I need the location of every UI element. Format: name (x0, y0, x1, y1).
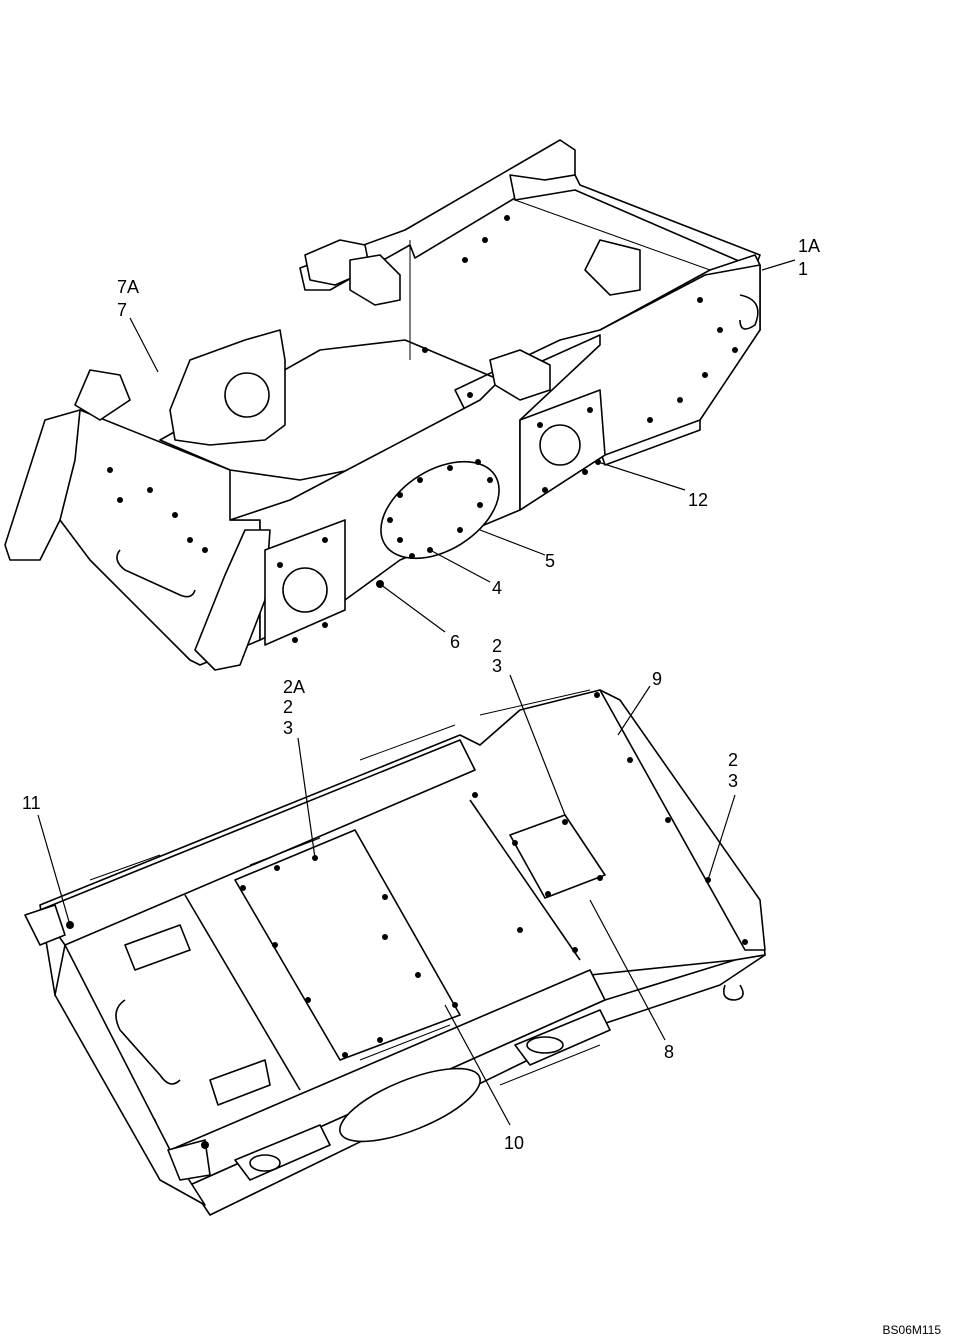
callout-7A: 7A (117, 277, 139, 297)
callout-11: 11 (22, 793, 41, 813)
callout-3-left: 3 (283, 718, 293, 738)
callout-8: 8 (664, 1042, 674, 1062)
callout-1A: 1A (798, 236, 820, 256)
callout-6: 6 (450, 632, 460, 652)
callout-3-right: 3 (728, 771, 738, 791)
callout-9: 9 (652, 669, 662, 689)
callout-4: 4 (492, 578, 502, 598)
callout-2A: 2A (283, 677, 305, 697)
callout-10: 10 (504, 1133, 524, 1153)
upper-main-frame (4, 139, 761, 671)
callout-1: 1 (798, 259, 808, 279)
callout-labels: 1A 1 7A 7 12 5 4 6 2 3 9 2A 2 3 2 3 11 8… (22, 236, 820, 1153)
drawing-reference-code: BS06M115 (882, 1323, 941, 1337)
callout-12: 12 (688, 490, 708, 510)
callout-5: 5 (545, 551, 555, 571)
lower-belly-pan (24, 689, 766, 1216)
callout-2-right: 2 (728, 750, 738, 770)
callout-7: 7 (117, 300, 127, 320)
leader-lines (37, 259, 796, 1126)
callout-2-top: 2 (492, 636, 502, 656)
callout-3-top: 3 (492, 656, 502, 676)
callout-2-left: 2 (283, 697, 293, 717)
